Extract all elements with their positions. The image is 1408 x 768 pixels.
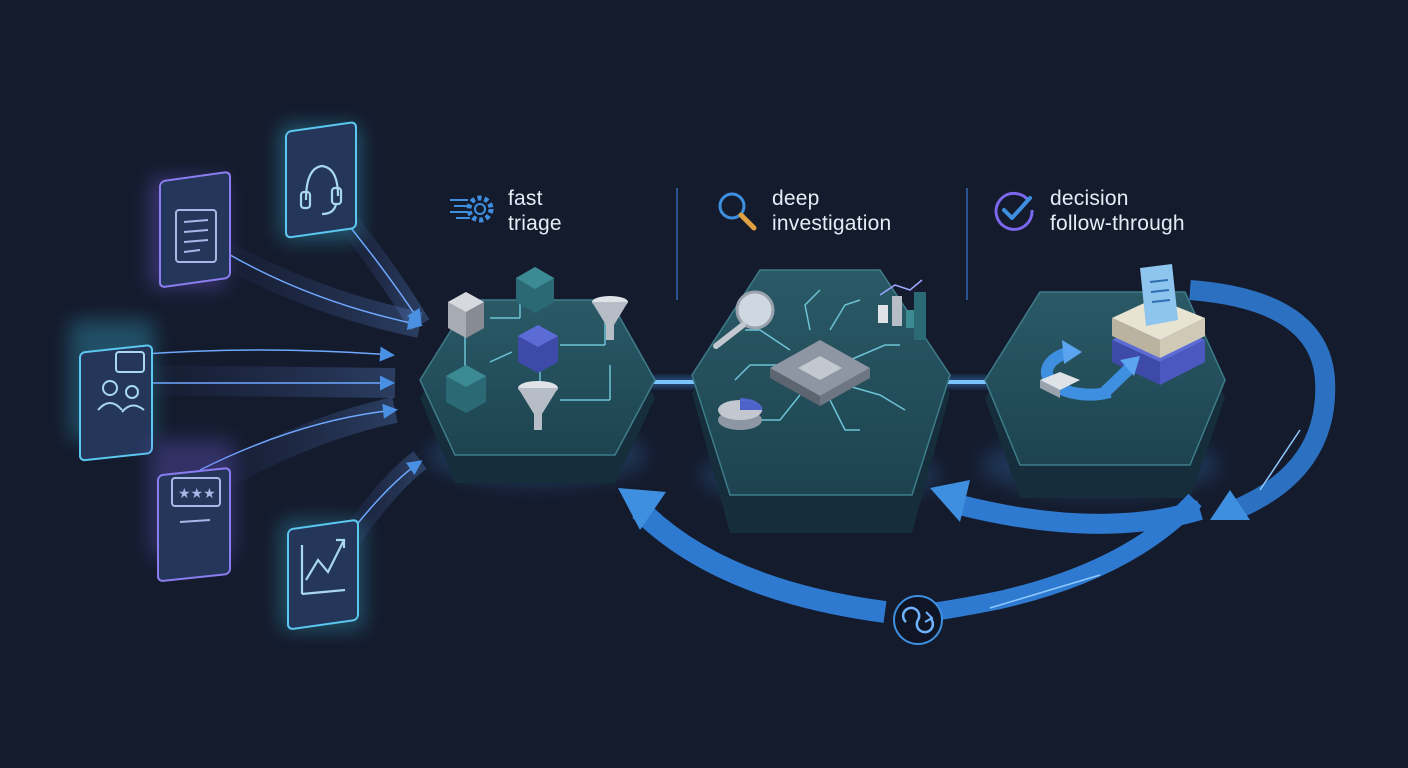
survey-form-icon (175, 209, 217, 263)
loop-sync-icon (893, 595, 943, 645)
magnifier-icon (718, 192, 757, 231)
stage-label-decision-line1: decision (1050, 187, 1129, 210)
stage-label-triage-line2: triage (508, 212, 562, 235)
pie-chart-object (718, 397, 763, 430)
cube-teal-bottom (446, 365, 486, 413)
input-tile-chat (70, 320, 154, 462)
magnifier-object (713, 290, 775, 349)
check-circle-icon (994, 191, 1034, 231)
stage-label-investigation-line2: investigation (772, 212, 892, 235)
funnel-center (518, 381, 558, 430)
cube-gray (448, 292, 484, 338)
input-tile-survey (150, 171, 231, 288)
circuit-traces (734, 289, 906, 431)
platform-investigation (691, 269, 951, 533)
stage-label-decision: decision follow-through (990, 186, 1185, 236)
input-tile-rating: ★★★ (150, 440, 234, 582)
stage-label-investigation-line1: deep (772, 187, 820, 210)
headset-icon (299, 164, 343, 216)
svg-text:★★★: ★★★ (178, 486, 216, 502)
star-rating-icon: ★★★ (171, 477, 221, 523)
connector-beams (640, 378, 1005, 386)
stage-label-investigation: deep investigation (712, 186, 891, 236)
cube-teal-top (516, 267, 554, 313)
stage-label-decision-line2: follow-through (1050, 212, 1185, 235)
cycle-arrow-object (1040, 340, 1140, 401)
chat-users-icon (97, 351, 145, 413)
bar-chart-object (878, 279, 926, 340)
trend-chart-icon (300, 538, 346, 596)
cpu-chip-icon (770, 340, 870, 406)
cube-indigo (518, 325, 558, 373)
stage-label-triage-line1: fast (508, 187, 543, 210)
input-tile-trend (280, 519, 364, 630)
input-tile-support (280, 121, 360, 240)
feedback-loop-arrows (618, 280, 1336, 623)
speed-gear-icon (450, 195, 494, 223)
platform-decision (980, 264, 1226, 498)
platform-triage (419, 267, 656, 485)
funnel-right (592, 296, 628, 340)
stage-label-triage: fast triage (448, 186, 562, 236)
